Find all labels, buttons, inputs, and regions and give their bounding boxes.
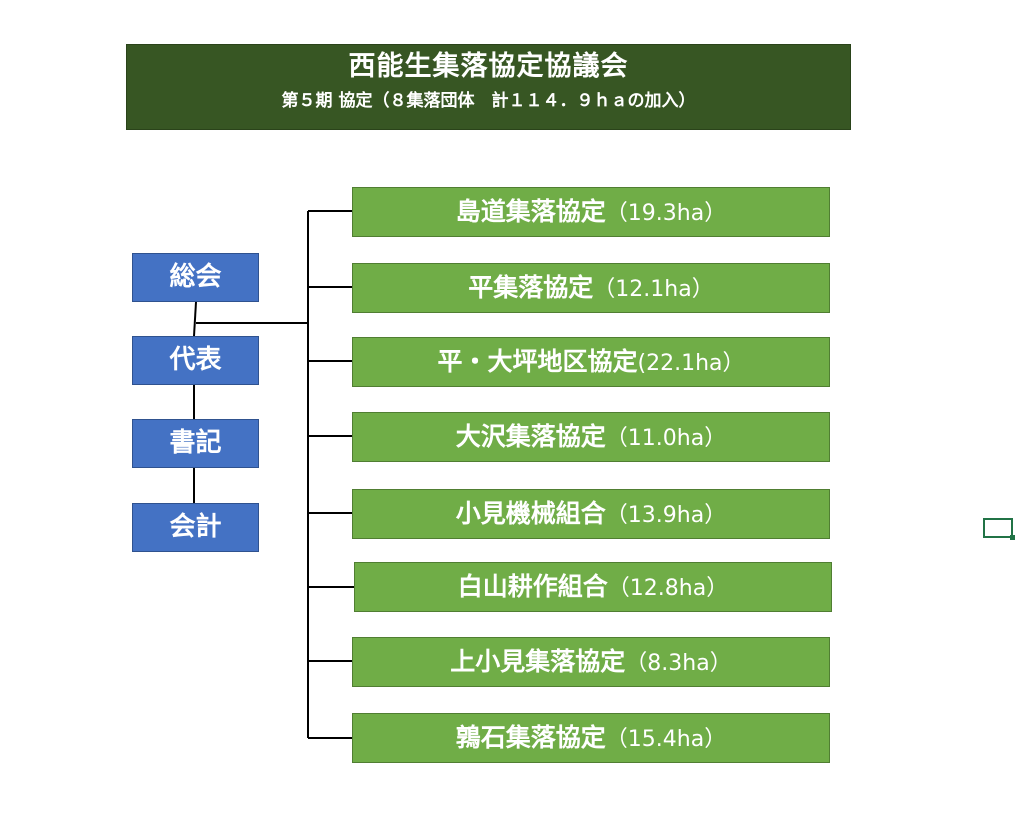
role-general-assembly: 総会 — [132, 253, 259, 302]
group-name: 上小見集落協定 — [450, 647, 626, 676]
group-name: 大沢集落協定 — [455, 422, 606, 451]
group-box: 小見機械組合（13.9ha） — [352, 489, 830, 539]
group-area: （19.3ha） — [605, 201, 727, 226]
cell-selection-handle[interactable] — [983, 518, 1015, 540]
org-header: 西能生集落協定協議会 第５期 協定（８集落団体 計１１４．９ｈａの加入） — [126, 44, 851, 130]
group-name: 白山耕作組合 — [457, 572, 608, 601]
role-representative: 代表 — [132, 336, 259, 385]
group-box: 鶉石集落協定（15.4ha） — [352, 713, 830, 763]
group-area: （8.3ha） — [625, 651, 732, 676]
org-title: 西能生集落協定協議会 — [348, 51, 629, 82]
group-area: (22.1ha） — [637, 351, 745, 376]
role-secretary: 書記 — [132, 419, 259, 468]
group-name: 平集落協定 — [468, 273, 594, 302]
org-subtitle: 第５期 協定（８集落団体 計１１４．９ｈａの加入） — [281, 91, 696, 111]
group-box: 島道集落協定（19.3ha） — [352, 187, 830, 237]
group-box: 大沢集落協定（11.0ha） — [352, 412, 830, 462]
fill-handle[interactable] — [1010, 535, 1015, 540]
role-link-1 — [193, 301, 197, 337]
group-area: （12.8ha） — [607, 576, 729, 601]
group-box: 白山耕作組合（12.8ha） — [354, 562, 832, 612]
group-area: （13.9ha） — [605, 503, 727, 528]
role-accountant: 会計 — [132, 503, 259, 552]
group-area: （15.4ha） — [605, 727, 727, 752]
group-name: 鶉石集落協定 — [455, 723, 606, 752]
group-area: （11.0ha） — [605, 426, 727, 451]
group-box: 平・大坪地区協定(22.1ha） — [352, 337, 830, 387]
group-name: 島道集落協定 — [455, 197, 606, 226]
group-name: 小見機械組合 — [455, 499, 606, 528]
group-area: （12.1ha） — [593, 277, 714, 302]
group-name: 平・大坪地区協定 — [437, 347, 638, 376]
group-box: 上小見集落協定（8.3ha） — [352, 637, 830, 687]
group-box: 平集落協定（12.1ha） — [352, 263, 830, 313]
